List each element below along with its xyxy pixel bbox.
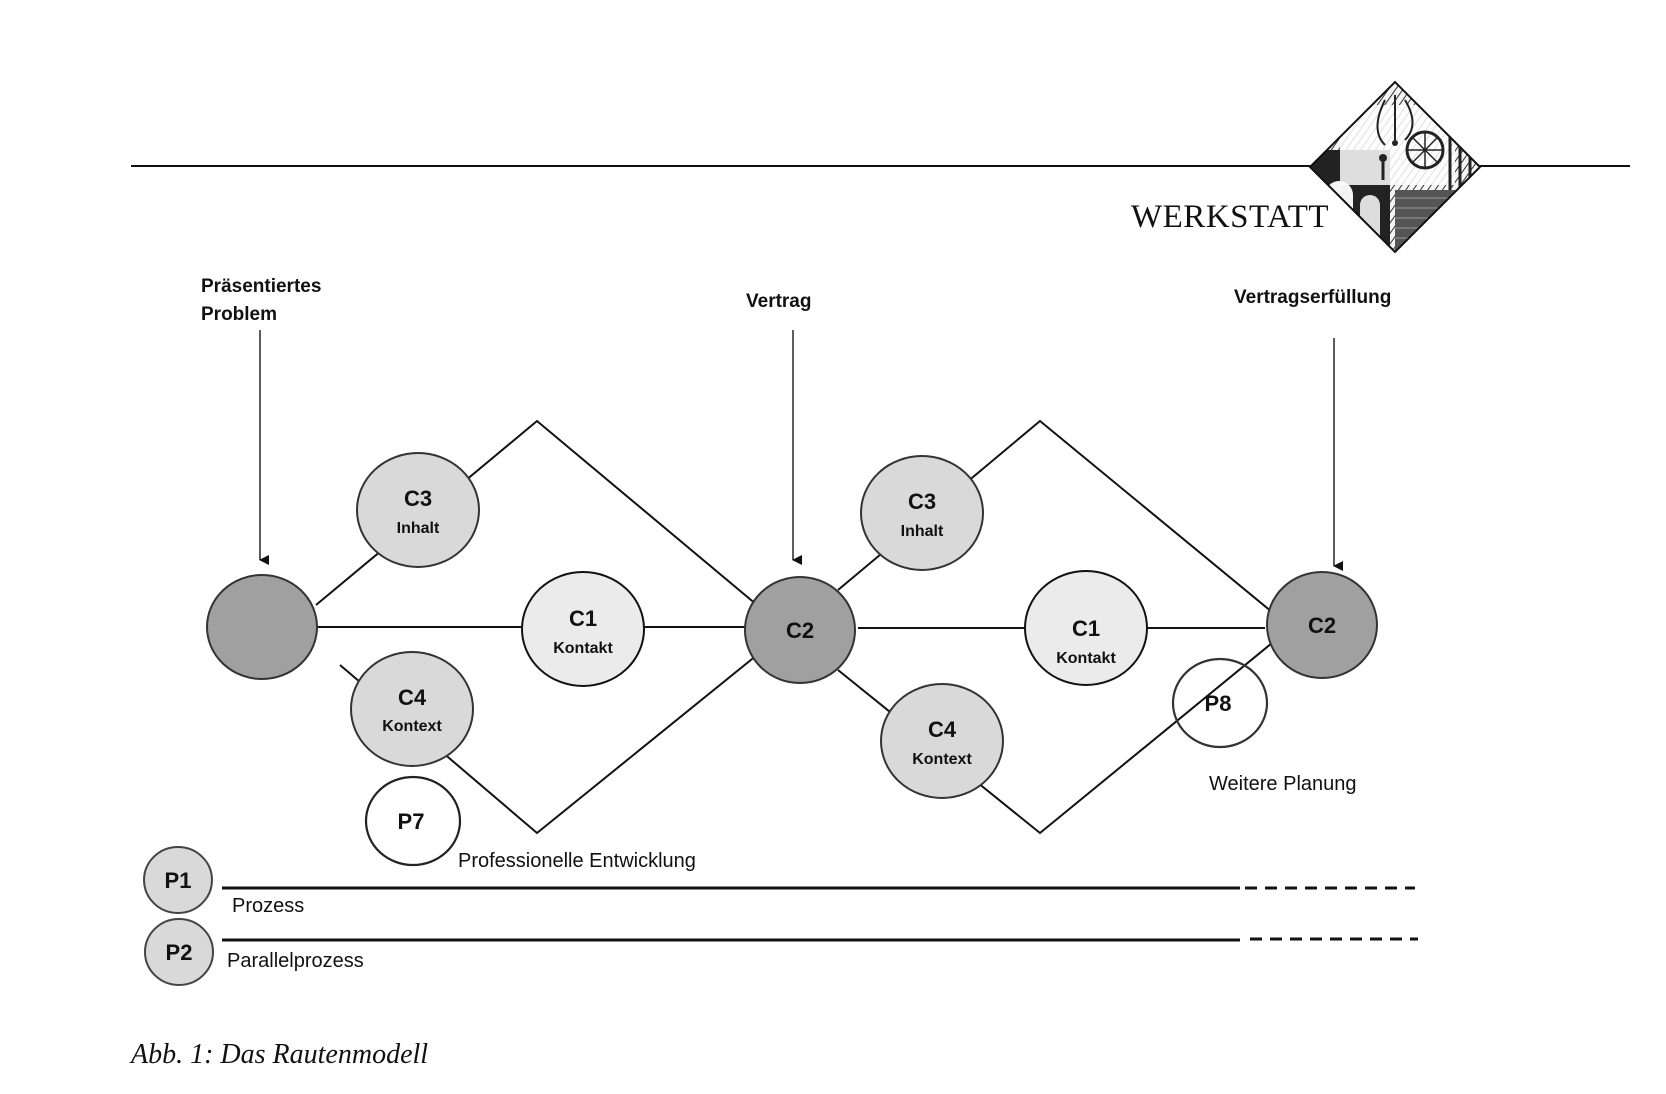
node-circle: [356, 452, 480, 568]
node-circle: [144, 918, 214, 986]
node-circle: [1266, 571, 1378, 679]
nodes: C3 Inhalt C1 Kontakt C4 Kontext C2 C3 In…: [206, 452, 1378, 872]
marker-contract-fulfilment: Vertragserfüllung: [1234, 287, 1391, 571]
legend-p1: P1 Prozess: [143, 846, 1415, 917]
legend-p2-label: Parallelprozess: [227, 950, 364, 972]
phase-markers: Präsentiertes Problem Vertrag Vertragser…: [201, 276, 1391, 571]
node-subtitle: Kontext: [382, 718, 442, 735]
marker-label-line: Vertrag: [746, 291, 811, 312]
legend-p2: P2 Parallelprozess: [144, 918, 1418, 986]
node-c2-left[interactable]: C2: [744, 576, 856, 684]
brand-name: WERKSTATT: [1131, 199, 1329, 235]
p8-label: Weitere Planung: [1209, 773, 1357, 795]
node-c3-inhalt-right[interactable]: C3 Inhalt: [860, 455, 984, 571]
node-subtitle: Kontakt: [1056, 650, 1116, 667]
node-c3-inhalt-left[interactable]: C3 Inhalt: [356, 452, 480, 568]
node-circle: [364, 775, 462, 867]
node-title: C4: [398, 685, 427, 710]
legend-p1-label: Prozess: [232, 895, 304, 917]
node-title: P7: [398, 809, 425, 834]
node-circle: [1024, 570, 1148, 686]
node-subtitle: Kontext: [912, 751, 972, 768]
node-title: C3: [908, 489, 936, 514]
node-circle: [860, 455, 984, 571]
page-header: WERKSTATT: [131, 80, 1630, 254]
node-circle: [744, 576, 856, 684]
node-circle: [521, 571, 645, 687]
node-c4-kontext-left[interactable]: C4 Kontext: [350, 651, 474, 767]
node-circle: [143, 846, 213, 914]
node-subtitle: Kontakt: [553, 640, 613, 657]
node-title: C2: [786, 618, 814, 643]
node-title: C1: [1072, 616, 1100, 641]
node-circle: [206, 574, 318, 680]
figure-caption: Abb. 1: Das Rautenmodell: [129, 1039, 428, 1070]
node-title: C1: [569, 606, 597, 631]
engraving-diamond-icon: [1308, 80, 1482, 254]
p7-label: Professionelle Entwicklung: [458, 850, 696, 872]
node-circle: [350, 651, 474, 767]
marker-label-line: Präsentiertes: [201, 276, 321, 297]
marker-label-line: Problem: [201, 304, 277, 325]
marker-contract: Vertrag: [746, 291, 811, 565]
node-c2-right[interactable]: C2: [1266, 571, 1378, 679]
node-circle: [880, 683, 1004, 799]
node-start[interactable]: [206, 574, 318, 680]
node-p8[interactable]: P8: [1171, 657, 1269, 749]
process-legend: P1 Prozess P2 Parallelprozess: [143, 846, 1418, 986]
node-c4-kontext-right[interactable]: C4 Kontext: [880, 683, 1004, 799]
node-c1-kontakt-right[interactable]: C1 Kontakt: [1024, 570, 1148, 686]
marker-label-line: Vertragserfüllung: [1234, 287, 1391, 308]
node-title: P1: [165, 868, 192, 893]
node-title: C2: [1308, 613, 1336, 638]
node-subtitle: Inhalt: [397, 520, 440, 537]
node-title: C4: [928, 717, 957, 742]
node-title: P2: [166, 940, 193, 965]
marker-presented-problem: Präsentiertes Problem: [201, 276, 321, 565]
node-title: C3: [404, 486, 432, 511]
node-subtitle: Inhalt: [901, 523, 944, 540]
node-circle: [1171, 657, 1269, 749]
node-p7[interactable]: P7: [364, 775, 462, 867]
node-title: P8: [1205, 691, 1232, 716]
node-c1-kontakt-left[interactable]: C1 Kontakt: [521, 571, 645, 687]
